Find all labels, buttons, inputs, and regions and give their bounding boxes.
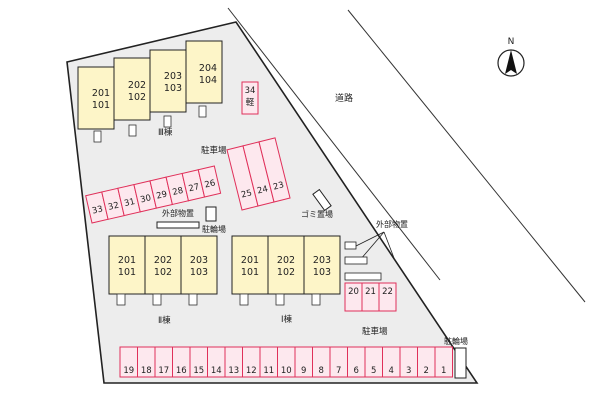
unit-label: 203 <box>313 255 331 266</box>
parking-slot-number: 11 <box>263 366 274 376</box>
parking-slot <box>197 165 222 198</box>
parking-slot-number: 31 <box>123 197 136 209</box>
unit-label: 103 <box>190 267 208 278</box>
parking-slot-number: 9 <box>301 366 306 376</box>
parking-slot-number: 6 <box>354 366 359 376</box>
bicycle-rack-right <box>344 272 382 281</box>
parking-slot-number: 30 <box>139 193 152 205</box>
unit-label: 201 <box>118 255 136 266</box>
unit-label: 101 <box>118 267 136 278</box>
unit-label: 202 <box>154 255 172 266</box>
building-3: 201 101 202 102 203 103 204 104 Ⅲ棟 <box>77 40 223 143</box>
bicycle-area-right <box>454 347 467 379</box>
parking-slot-number: 2 <box>424 366 429 376</box>
storage-box <box>344 256 368 265</box>
parking-label-lower: 駐車場 <box>362 326 388 337</box>
bicycle-rack-left <box>156 221 200 229</box>
parking-slot-number: 5 <box>371 366 376 376</box>
storage-box <box>344 241 357 250</box>
parking-slot-number: 13 <box>228 366 239 376</box>
building-name: Ⅰ棟 <box>281 314 293 325</box>
parking-slot-number: 29 <box>155 189 168 201</box>
unit-label: 102 <box>277 267 295 278</box>
parking-slot-number: 4 <box>389 366 394 376</box>
unit-label: 201 <box>92 88 110 99</box>
parking-slot-number: 8 <box>319 366 324 376</box>
storage-pointer <box>359 231 385 261</box>
slot-number: 34 <box>245 86 256 96</box>
storage-pointer <box>355 231 385 247</box>
parking-slot-number: 1 <box>441 366 446 376</box>
parking-slot <box>378 282 397 312</box>
parking-slot-number: 14 <box>211 366 222 376</box>
unit-label: 204 <box>199 63 217 74</box>
unit-label: 101 <box>241 267 259 278</box>
north-arrow-icon <box>505 50 517 74</box>
parking-slot <box>258 137 291 203</box>
unit-label: 203 <box>164 71 182 82</box>
bicycle-label-right: 駐輪場 <box>444 336 468 346</box>
parking-slot-number: 32 <box>107 201 120 213</box>
garbage-label: ゴミ置場 <box>301 209 333 219</box>
parking-slot <box>434 346 453 378</box>
parking-slot-number: 25 <box>240 188 253 200</box>
unit-label: 102 <box>128 92 146 103</box>
storage-label-right: 外部物置 <box>376 219 408 229</box>
unit-label: 202 <box>277 255 295 266</box>
parking-slot-number: 28 <box>172 186 185 198</box>
building-1: 201 101 202 102 203 103 Ⅰ棟 <box>231 235 341 325</box>
storage-pointer <box>383 231 395 259</box>
road-label: 道路 <box>335 92 353 104</box>
unit-label: 203 <box>190 255 208 266</box>
parking-slot-number: 3 <box>406 366 411 376</box>
unit-label: 101 <box>92 100 110 111</box>
parking-slot-number: 27 <box>188 182 201 194</box>
unit-label: 201 <box>241 255 259 266</box>
north-compass: N <box>497 37 525 77</box>
slot-type: 軽 <box>246 98 255 108</box>
parking-slot-number: 19 <box>123 366 134 376</box>
unit-label: 102 <box>154 267 172 278</box>
building-name: Ⅱ棟 <box>158 315 171 326</box>
parking-slot-34 <box>241 81 259 115</box>
parking-slot-number: 12 <box>246 366 257 376</box>
parking-slot-number: 21 <box>365 287 376 297</box>
parking-slot-number: 15 <box>193 366 204 376</box>
building-2: 201 101 202 102 203 103 Ⅱ棟 <box>108 235 218 326</box>
unit-label: 103 <box>313 267 331 278</box>
parking-slot-number: 20 <box>348 287 359 297</box>
garbage-station <box>312 188 332 212</box>
parking-slot-number: 33 <box>91 204 104 216</box>
parking-row-right: 20 21 22 <box>344 282 397 312</box>
unit-label: 104 <box>199 75 217 86</box>
parking-slot-number: 22 <box>382 287 393 297</box>
building-name: Ⅲ棟 <box>158 127 173 138</box>
parking-slot-number: 7 <box>336 366 341 376</box>
unit-label: 202 <box>128 80 146 91</box>
parking-slot-number: 18 <box>141 366 152 376</box>
storage-box-left <box>205 206 217 222</box>
parking-slot-number: 26 <box>204 178 217 190</box>
north-letter: N <box>508 37 515 47</box>
road-edge-right <box>347 9 586 303</box>
parking-slot-number: 17 <box>158 366 169 376</box>
parking-slot-number: 23 <box>272 180 285 192</box>
parking-label-upper: 駐車場 <box>201 145 227 156</box>
bicycle-label-left: 駐輪場 <box>202 224 226 234</box>
storage-label-left: 外部物置 <box>162 208 194 218</box>
road-edge-left <box>227 7 441 281</box>
parking-slot-number: 24 <box>256 184 269 196</box>
parking-row-bottom: 19 18 17 16 15 14 13 12 11 10 9 8 7 6 5 4 3 2 1 <box>119 346 453 378</box>
unit-label: 103 <box>164 83 182 94</box>
parking-slot-number: 10 <box>281 366 292 376</box>
parking-slot-number: 16 <box>176 366 187 376</box>
